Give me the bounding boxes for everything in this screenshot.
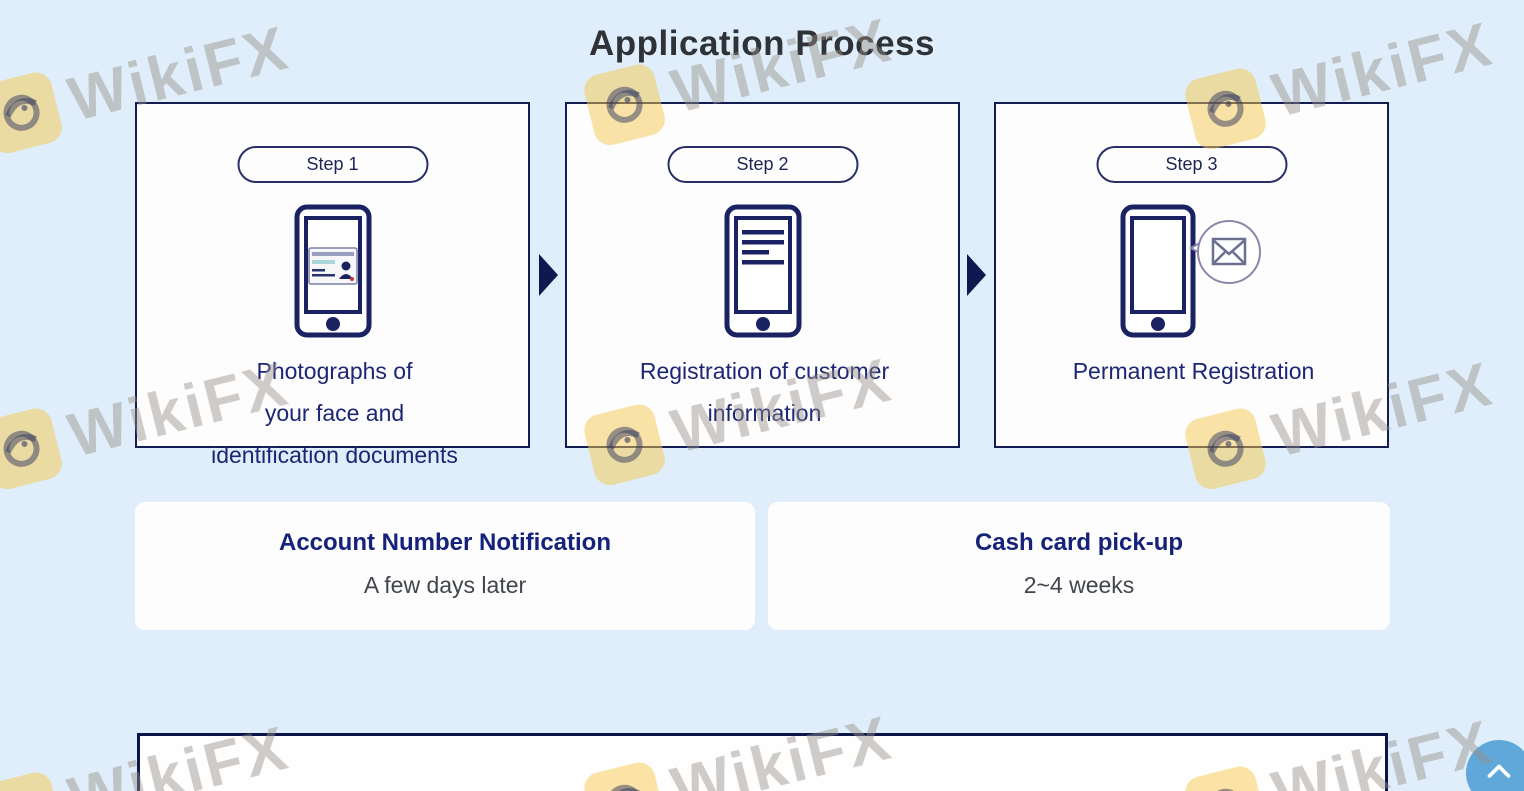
wikifx-logo-icon [0,769,66,791]
step-2-badge-label: Step 2 [736,154,789,174]
wikifx-logo-icon [0,405,66,493]
phone-id-card-icon [137,203,528,339]
timeline-title: Account Number Notification [278,529,611,556]
flow-arrow-icon [967,254,986,296]
timeline-card-cash-card: Cash card pick-up 2~4 weeks [768,502,1390,630]
step-3-caption: Permanent Registration [1072,358,1315,384]
step-card-2: Step 2 Registration of customer informat… [565,102,960,448]
step-1-badge-label: Step 1 [306,154,359,174]
timeline-title: Cash card pick-up [974,529,1184,556]
scroll-to-top-button[interactable] [1466,740,1524,791]
phone-form-icon [567,203,958,339]
phone-message-icon [996,203,1387,339]
page-title: Application Process [589,24,935,63]
chevron-up-icon [1487,764,1511,778]
step-3-badge-label: Step 3 [1165,154,1218,174]
flow-arrow-icon [539,254,558,296]
timeline-card-account-notification: Account Number Notification A few days l… [135,502,755,630]
step-card-1: Step 1 Photographs of your face and iden… [135,102,530,468]
wikifx-logo-icon [0,69,66,157]
step-3-badge: Step 3 [1096,146,1287,183]
step-2-caption: Registration of customer information [639,358,890,426]
content-box [137,733,1388,791]
step-1-badge: Step 1 [237,146,428,183]
timeline-subtitle: 2~4 weeks [1023,572,1135,598]
step-2-badge: Step 2 [667,146,858,183]
timeline-subtitle: A few days later [363,572,527,598]
step-card-3: Step 3 Permanent Registration [994,102,1389,448]
step-1-caption: Photographs of your face and identificat… [211,358,458,468]
